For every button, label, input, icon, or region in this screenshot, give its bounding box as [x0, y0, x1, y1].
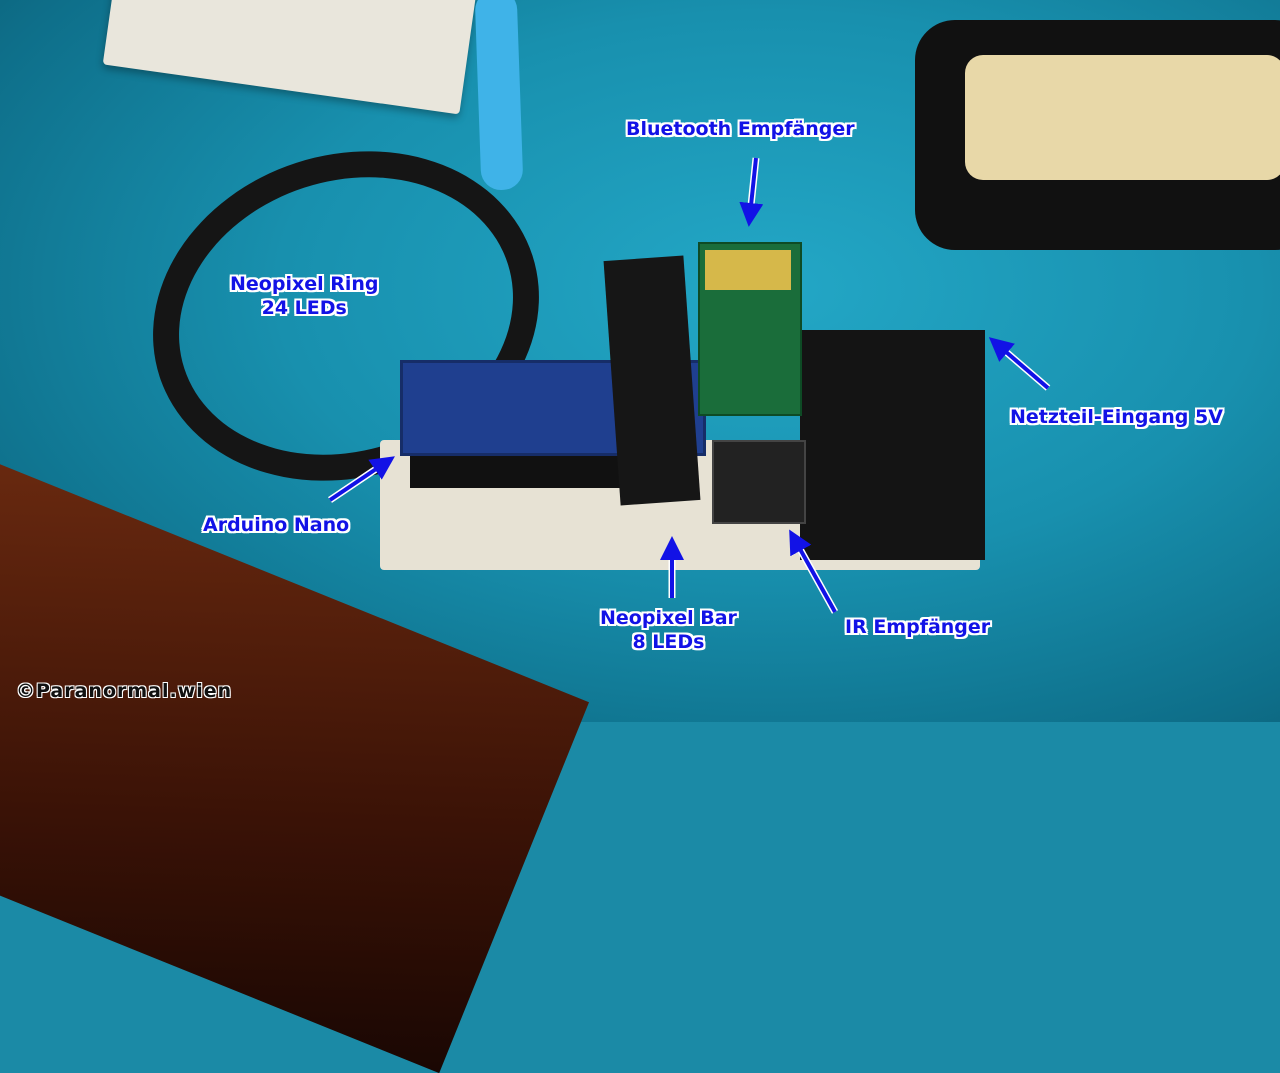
bluetooth-antenna — [705, 250, 791, 290]
label-ring-line2: 24 LEDs — [261, 297, 347, 319]
power-supply-module — [800, 330, 985, 560]
sponge — [965, 55, 1280, 180]
arrow-nano — [328, 456, 395, 502]
label-ir-receiver: IR Empfänger — [845, 616, 991, 638]
label-bar-line1: Neopixel Bar — [600, 607, 737, 629]
arrow-ir — [789, 529, 837, 613]
label-ring-line1: Neopixel Ring — [230, 273, 379, 295]
label-neopixel-bar: Neopixel Bar 8 LEDs — [600, 606, 737, 654]
label-arduino-nano: Arduino Nano — [203, 514, 350, 536]
label-psu-input: Netzteil-Eingang 5V — [1010, 406, 1223, 428]
watermark: ©Paranormal.wien — [16, 680, 233, 702]
arrow-bluetooth — [739, 157, 764, 227]
arrow-psu — [988, 337, 1050, 390]
annotation-arrows — [328, 157, 1051, 614]
label-bluetooth: Bluetooth Empfänger — [626, 118, 855, 140]
label-bar-line2: 8 LEDs — [632, 631, 705, 653]
label-neopixel-ring: Neopixel Ring 24 LEDs — [230, 272, 379, 320]
ir-receiver — [712, 440, 806, 524]
